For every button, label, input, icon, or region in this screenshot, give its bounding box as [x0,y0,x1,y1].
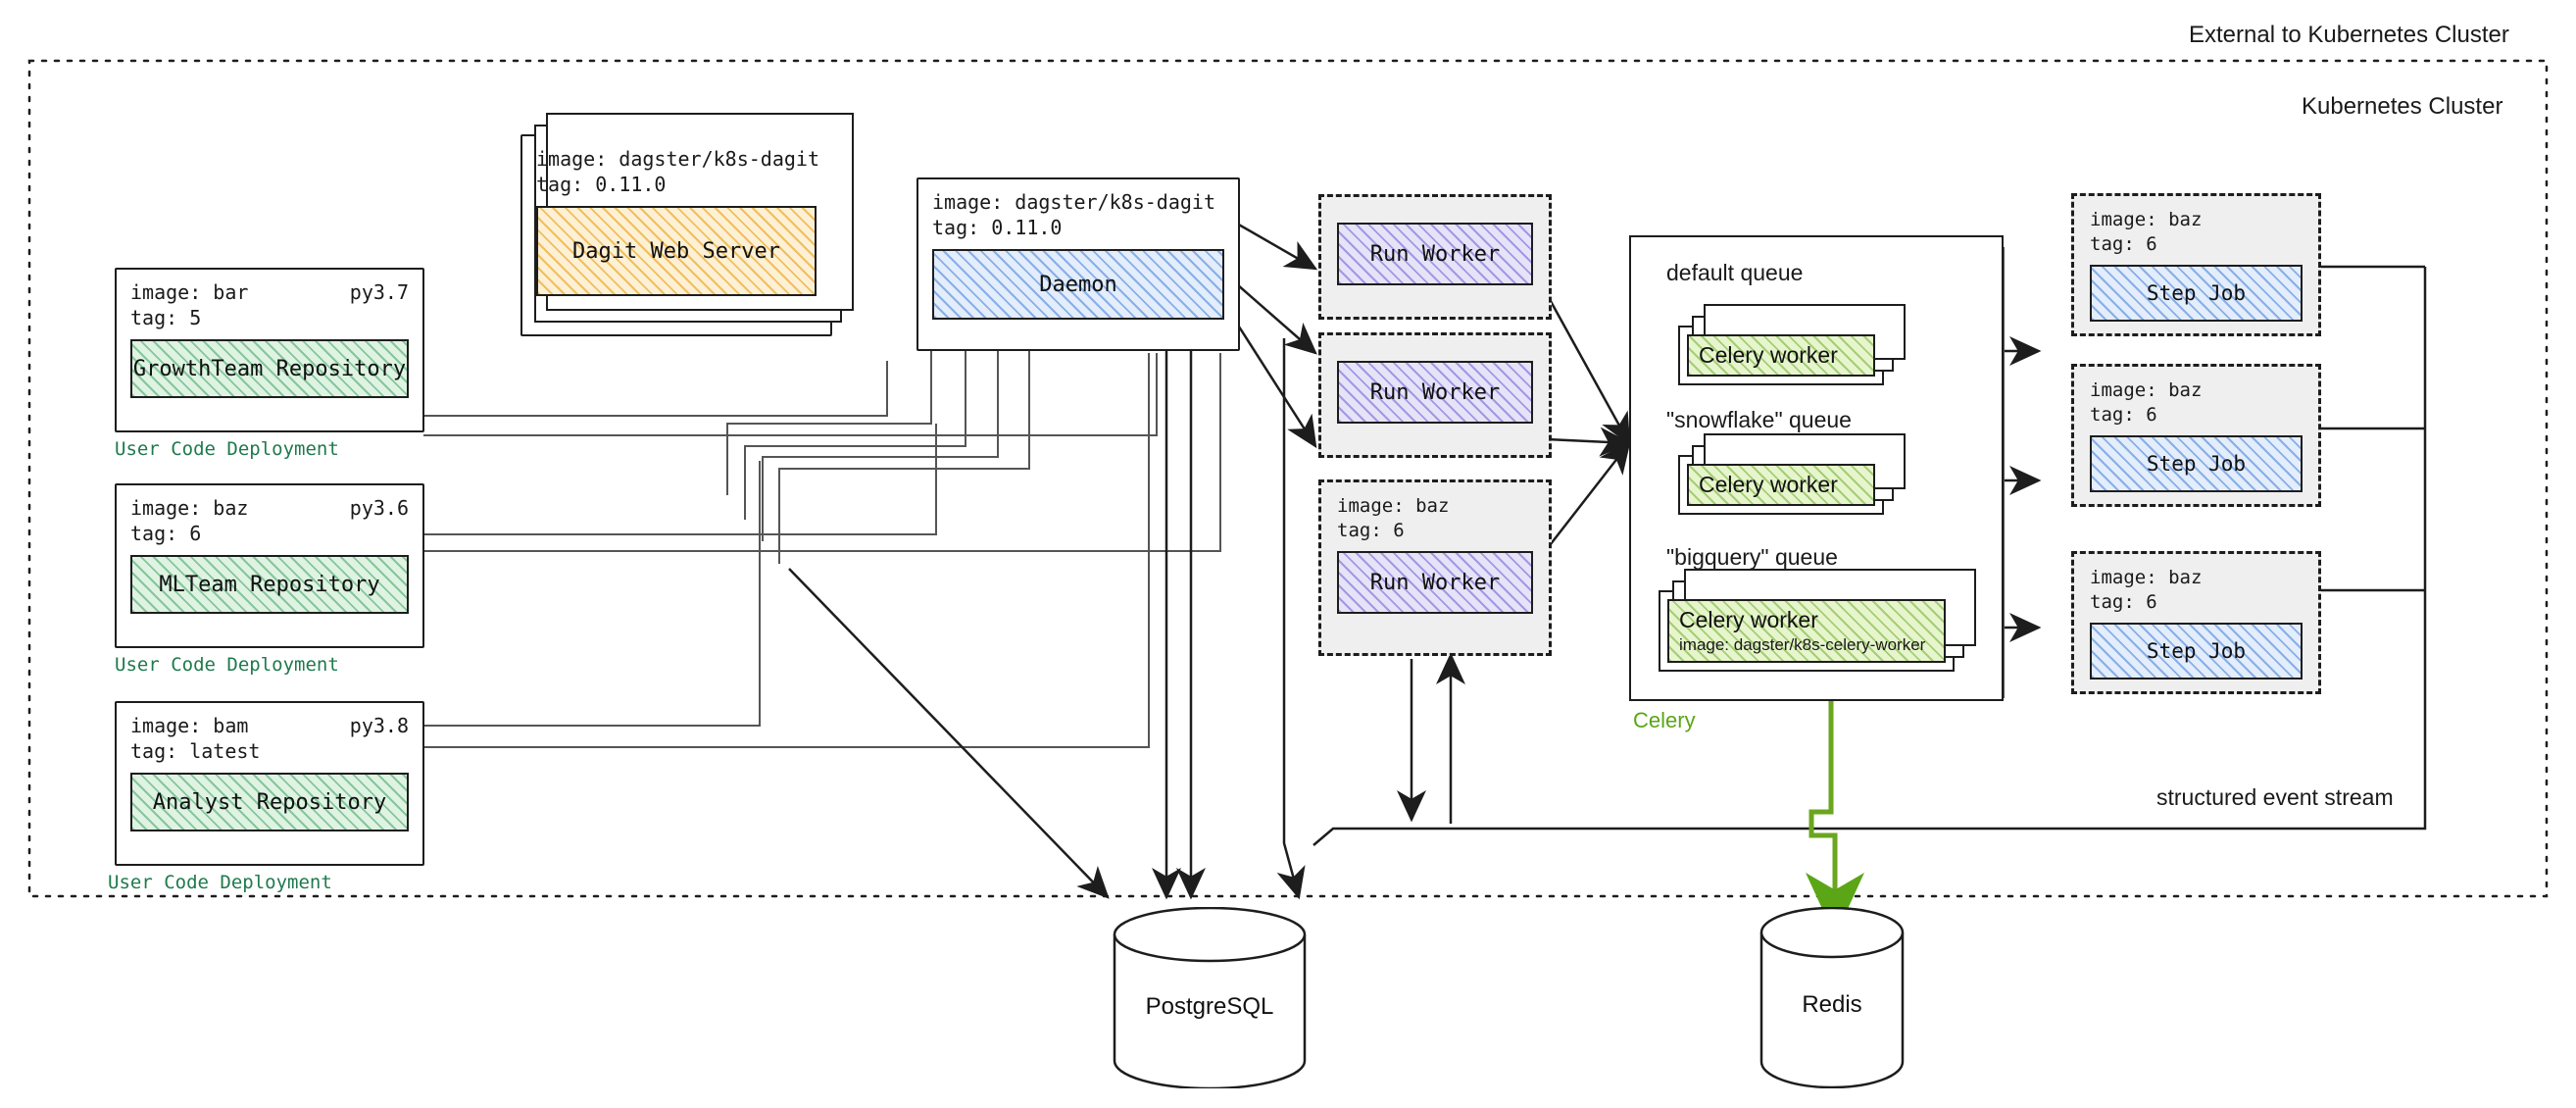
image-line: image: bar [130,280,249,304]
database-redis[interactable]: Redis [1759,906,1905,1089]
dagit-web-server-pod[interactable]: image: dagster/k8s-dagit tag: 0.11.0 Dag… [520,113,854,336]
tag-line: tag: 6 [2090,403,2157,426]
celery-worker-inner: Celery worker [1687,464,1875,506]
run-worker-job-2[interactable]: Run Worker [1318,332,1552,458]
celery-worker-default[interactable]: Celery worker [1678,304,1906,385]
celery-worker-label: Celery worker [1699,472,1838,497]
run-worker-job-1[interactable]: Run Worker [1318,194,1552,320]
step-job-2[interactable]: image: baz tag: 6 Step Job [2071,364,2321,507]
image-line: image: dagster/k8s-dagit [932,190,1215,214]
dagit-box[interactable]: Dagit Web Server [536,206,817,296]
celery-worker-snowflake[interactable]: Celery worker [1678,433,1906,515]
step-job-box[interactable]: Step Job [2090,265,2303,323]
image-line: image: baz [2090,209,2203,230]
image-line: image: bam [130,714,249,737]
step-job-3[interactable]: image: baz tag: 6 Step Job [2071,551,2321,694]
repository-box[interactable]: MLTeam Repository [130,555,409,614]
image-line: image: baz [130,496,249,520]
run-worker-box[interactable]: Run Worker [1337,223,1533,285]
celery-worker-inner: Celery worker [1687,334,1875,377]
run-worker-job-3[interactable]: image: baz tag: 6 Run Worker [1318,479,1552,656]
queue-label-snowflake: "snowflake" queue [1666,407,1852,432]
pod-meta: image: baz py3.6 [130,495,409,521]
user-code-deployment-analyst[interactable]: image: bam py3.8 tag: latest Analyst Rep… [115,701,424,866]
step-job-box[interactable]: Step Job [2090,623,2303,680]
repository-box[interactable]: GrowthTeam Repository [130,339,409,398]
repository-box[interactable]: Analyst Repository [130,773,409,831]
step-job-box[interactable]: Step Job [2090,435,2303,493]
external-boundary-label: External to Kubernetes Cluster [2189,22,2509,48]
tag-line: tag: 6 [2090,232,2157,255]
tag-line: tag: 0.11.0 [536,173,667,196]
tag-line: tag: 0.11.0 [932,216,1063,239]
image-line: image: baz [2090,567,2203,588]
tag-line: tag: 6 [130,522,202,545]
user-code-deployment-caption-1: User Code Deployment [115,438,339,460]
user-code-deployment-growthteam[interactable]: image: bar py3.7 tag: 5 GrowthTeam Repos… [115,268,424,432]
image-line: image: baz [2090,379,2203,401]
celery-worker-label: Celery worker [1699,342,1838,368]
daemon-box[interactable]: Daemon [932,249,1224,320]
tag-line: tag: latest [130,739,261,763]
celery-worker-bigquery[interactable]: Celery worker image: dagster/k8s-celery-… [1659,569,1976,672]
pod-meta: image: bar py3.7 [130,279,409,305]
structured-event-stream-label: structured event stream [2156,784,2394,810]
tag-line: tag: 5 [130,306,202,329]
daemon-pod[interactable]: image: dagster/k8s-dagit tag: 0.11.0 Dae… [916,177,1240,351]
image-line: image: baz [1337,495,1450,517]
user-code-deployment-caption-3: User Code Deployment [108,872,332,893]
run-worker-box[interactable]: Run Worker [1337,361,1533,424]
python-version: py3.6 [349,496,409,520]
celery-worker-label: Celery worker [1679,607,1818,632]
pod-meta: image: bam py3.8 [130,713,409,738]
python-version: py3.8 [349,714,409,737]
image-line: image: dagster/k8s-dagit [536,147,819,171]
queue-label-bigquery: "bigquery" queue [1666,544,1838,570]
step-job-1[interactable]: image: baz tag: 6 Step Job [2071,193,2321,336]
celery-caption: Celery [1633,708,1696,732]
database-label: PostgreSQL [1145,993,1274,1020]
run-worker-box[interactable]: Run Worker [1337,551,1533,615]
tag-line: tag: 6 [2090,590,2157,613]
user-code-deployment-mlteam[interactable]: image: baz py3.6 tag: 6 MLTeam Repositor… [115,483,424,648]
queue-label-default: default queue [1666,260,1804,285]
celery-worker-image: image: dagster/k8s-celery-worker [1679,635,1926,654]
celery-worker-inner: Celery worker image: dagster/k8s-celery-… [1667,599,1946,663]
database-postgresql[interactable]: PostgreSQL [1113,906,1307,1090]
cluster-boundary-label: Kubernetes Cluster [2302,93,2503,120]
tag-line: tag: 6 [1337,519,1405,541]
python-version: py3.7 [349,280,409,304]
user-code-deployment-caption-2: User Code Deployment [115,654,339,676]
database-label: Redis [1802,991,1862,1018]
